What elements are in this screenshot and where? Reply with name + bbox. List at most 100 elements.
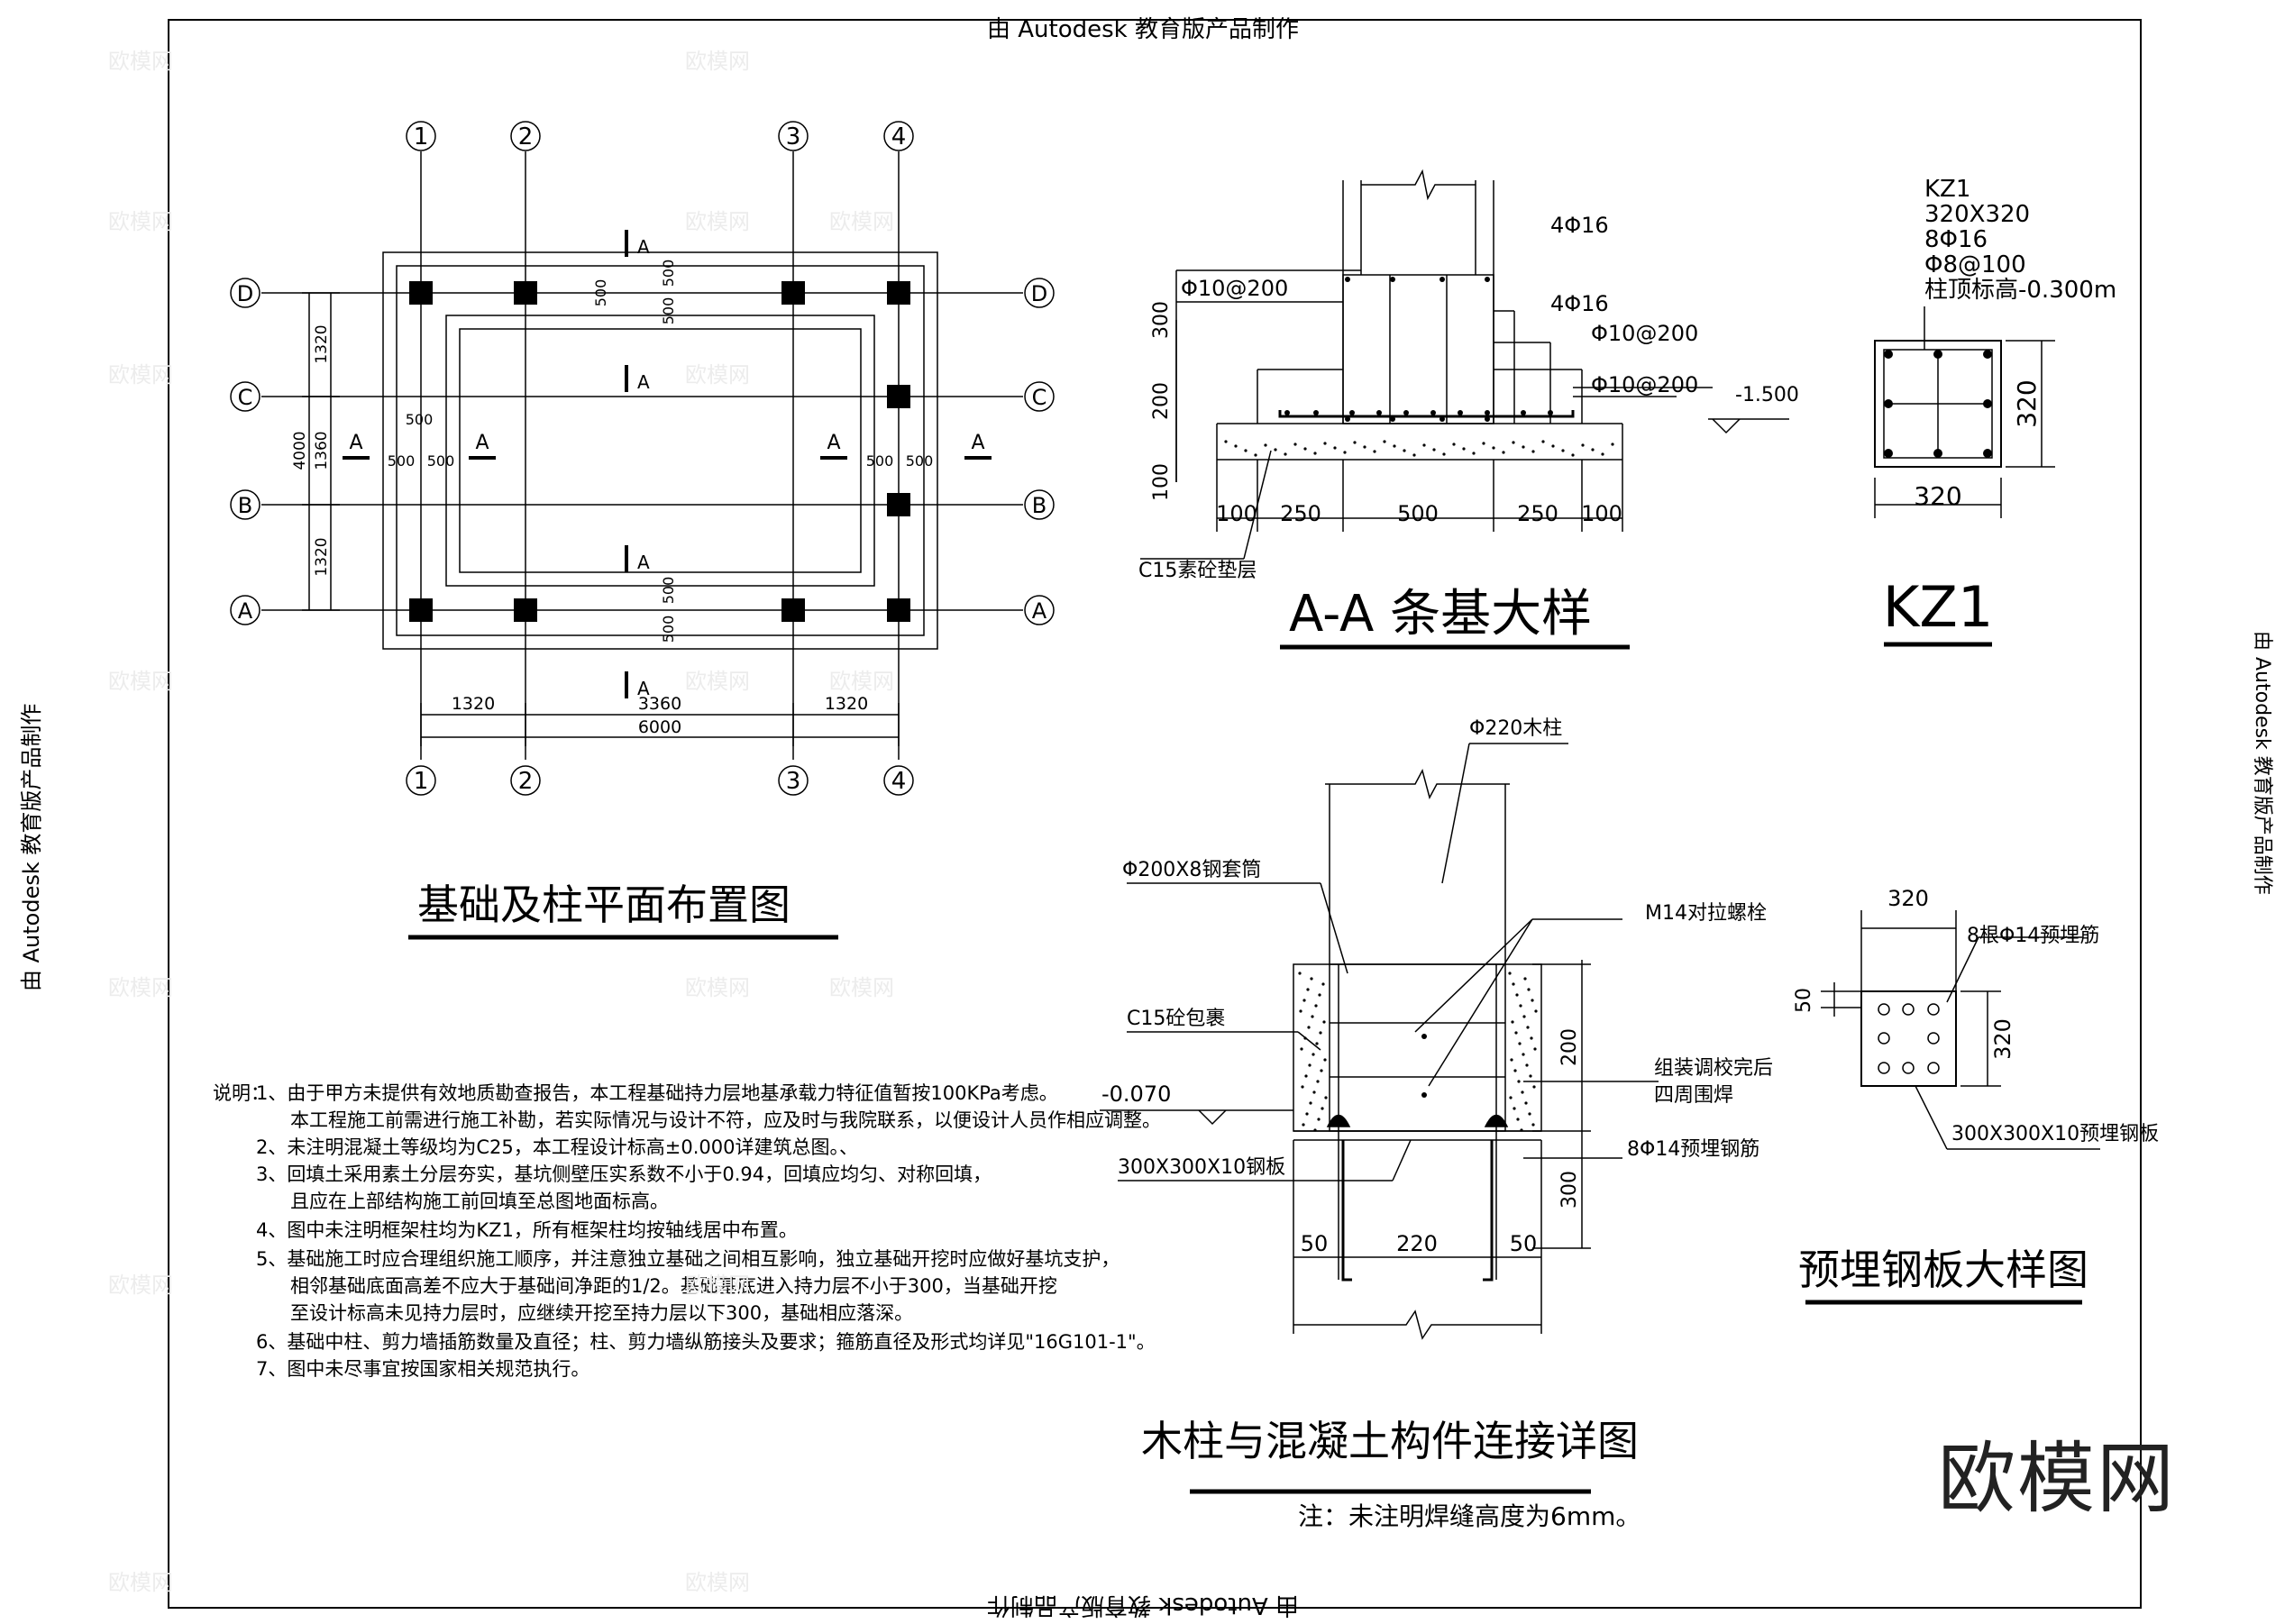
concrete-dot <box>1524 1101 1528 1105</box>
grid-label-x: 2 <box>518 768 534 795</box>
rebar-label: Φ10@200 <box>1591 321 1698 346</box>
concrete-dot <box>1527 988 1531 991</box>
rebar-label: 8根Φ14预埋筋 <box>1967 925 2099 947</box>
rebar-dot <box>1485 410 1490 415</box>
concrete-dot <box>1363 445 1366 449</box>
dim-text: 200 <box>1558 1028 1581 1066</box>
rebar-dot <box>1884 399 1893 408</box>
concrete-dot <box>1529 1074 1532 1078</box>
watermark-text: 欧模网 <box>685 1570 750 1595</box>
weld-mark <box>1484 1114 1509 1127</box>
concrete-dot <box>1571 453 1575 457</box>
plate-detail-title: 预埋钢板大样图 <box>1798 1245 2088 1294</box>
wood-detail-title: 木柱与混凝土构件连接详图 <box>1141 1417 1639 1465</box>
concrete-dot <box>1321 1107 1324 1110</box>
watermark-text: 欧模网 <box>685 209 750 234</box>
dim-text: 300 <box>1558 1171 1581 1209</box>
grid-bubble <box>778 765 809 796</box>
grid-bubble <box>510 765 541 796</box>
grid-label-y: D <box>237 281 253 306</box>
concrete-dot <box>1534 1009 1538 1013</box>
rebar-dot <box>1983 350 1992 359</box>
section-aa: 4Φ16Φ10@2004Φ16Φ10@200Φ10@200-1.500C15素砼… <box>1138 169 1799 650</box>
grid-label-y: A <box>238 598 253 624</box>
notes-line: 本工程施工前需进行施工补勘，若实际情况与设计不符，应及时与我院联系，以便设计人员… <box>290 1109 1161 1131</box>
concrete-dot <box>1301 1085 1304 1089</box>
grid-bubble <box>1024 595 1055 625</box>
concrete-dot <box>1509 1096 1513 1099</box>
rebar-label: 4Φ16 <box>1550 291 1609 316</box>
dim-text: 3360 <box>638 694 681 714</box>
column-kz1 <box>409 598 433 622</box>
rebar-dot <box>1345 416 1350 422</box>
anchor-bar <box>1927 1062 1940 1074</box>
notes-line: 且应在上部结构施工前回填至总图地面标高。 <box>290 1191 669 1212</box>
grid-label-y: D <box>1031 281 1047 306</box>
concrete-wrap-label: C15砼包裹 <box>1127 1008 1225 1030</box>
grid-label-x: 4 <box>891 123 907 151</box>
concrete-dot <box>1393 444 1396 448</box>
dim-text: 300 <box>1150 301 1173 339</box>
dim-text: 1320 <box>825 694 868 714</box>
section-label: A <box>637 236 650 258</box>
concrete-dot <box>1274 448 1277 452</box>
wood-column-detail: Φ220木柱Φ200X8钢套筒M14对拉螺栓C15砼包裹组装调校完后四周围焊-0… <box>1100 717 1773 1531</box>
concrete-dot <box>1224 440 1228 443</box>
concrete-dot <box>1528 1112 1531 1116</box>
concrete-dot <box>1520 1128 1523 1132</box>
dim-text: 1320 <box>313 324 331 363</box>
concrete-dot <box>1462 447 1466 451</box>
concrete-dot <box>1293 442 1297 446</box>
column-kz1 <box>887 385 910 408</box>
concrete-dot <box>1517 1080 1521 1083</box>
watermark-text: 欧模网 <box>685 669 750 694</box>
concrete-dot <box>1403 449 1406 452</box>
concrete-dot <box>1321 982 1325 986</box>
concrete-dot <box>1383 440 1386 443</box>
concrete-dot <box>1254 453 1257 457</box>
watermark-text: 欧模网 <box>108 209 173 234</box>
grid-label-y: A <box>1032 598 1047 624</box>
section-label: A <box>827 432 840 454</box>
column-kz1 <box>781 598 805 622</box>
concrete-dot <box>1353 441 1357 444</box>
watermark-text: 欧模网 <box>685 49 750 74</box>
concrete-dot <box>1313 452 1317 455</box>
notes-line: 3、回填土采用素土分层夯实，基坑侧壁压实系数不小于0.94，回填应均匀、对称回填… <box>256 1163 992 1185</box>
dim-text: 500 <box>427 452 455 470</box>
concrete-dot <box>1308 1063 1312 1067</box>
watermark-text: 欧模网 <box>108 1570 173 1595</box>
section-title: A-A 条基大样 <box>1289 585 1592 643</box>
grid-bubble <box>230 381 260 412</box>
elevation-label: -0.070 <box>1101 1081 1171 1107</box>
concrete-dot <box>1452 442 1456 446</box>
anchor-bar <box>1878 1032 1890 1045</box>
concrete-dot <box>1521 1090 1524 1094</box>
dim-text: 500 <box>906 452 934 470</box>
concrete-dot <box>1531 999 1534 1002</box>
elevation-label: -1.500 <box>1735 384 1799 406</box>
dim-text: 1320 <box>452 694 495 714</box>
rebar-dot <box>1521 410 1526 415</box>
weld-note: 注：未注明焊缝高度为6mm。 <box>1298 1501 1641 1531</box>
weld-note-label: 四周围焊 <box>1654 1084 1733 1107</box>
grid-bubble <box>1024 381 1055 412</box>
concrete-dot <box>1502 451 1505 454</box>
grid-label-y: C <box>1032 385 1047 410</box>
concrete-dot <box>1412 453 1416 457</box>
concrete-dot <box>1299 1009 1302 1013</box>
dim-text: 100 <box>1216 501 1257 526</box>
dim-text: 320 <box>1990 1018 2015 1060</box>
column-kz1 <box>514 281 537 305</box>
dim-text: 100 <box>1581 501 1622 526</box>
grid-bubble <box>230 278 260 308</box>
rebar-dot <box>1439 277 1445 282</box>
weld-note-label: 组装调校完后 <box>1654 1057 1773 1080</box>
watermark-text: 欧模网 <box>829 669 894 694</box>
grid-bubble <box>1024 489 1055 520</box>
concrete-dot <box>1561 449 1565 452</box>
notes-heading: 说明： <box>213 1082 270 1104</box>
watermark-text: 欧模网 <box>685 1273 750 1298</box>
